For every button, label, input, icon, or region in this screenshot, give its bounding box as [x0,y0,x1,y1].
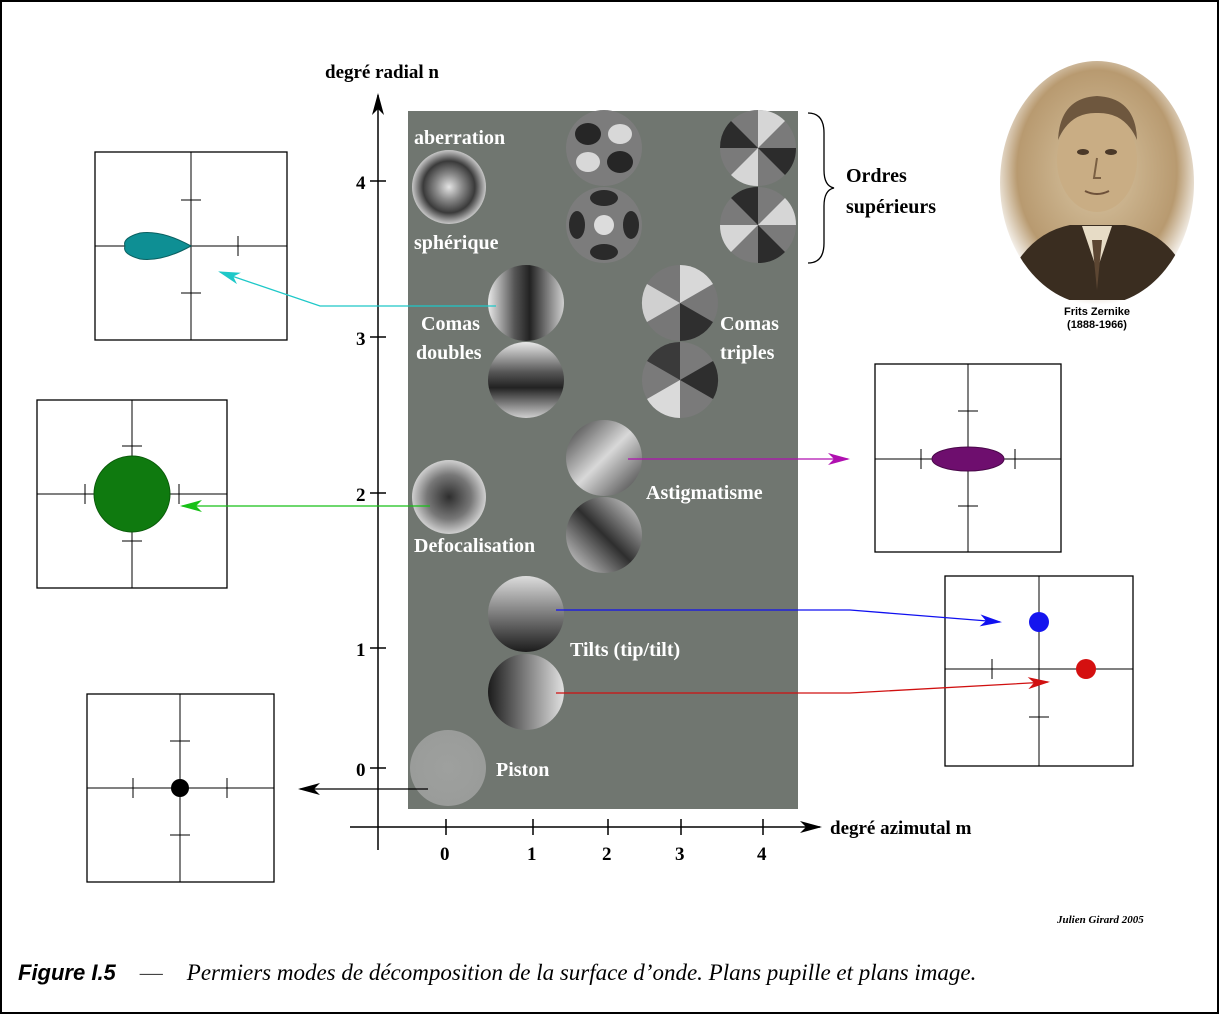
portrait-name: Frits Zernike [1064,306,1130,318]
astig-psf-spot [931,446,1005,472]
higher-orders-brace [807,112,835,264]
higher-order-disc-1 [566,110,642,186]
higher-order-disc-4 [719,186,797,264]
higher-order-disc-2 [566,187,642,263]
higher-orders-line1: Ordres [846,165,907,187]
label-coma-triple-2: triples [720,342,775,364]
piston-psf-spot [171,779,189,797]
x-tick-3: 3 [675,844,685,865]
label-astig: Astigmatisme [646,482,763,504]
x-ticks [445,819,764,835]
tilt-disc [488,654,564,730]
y-ticks [370,180,386,769]
spherical-psf-spot [124,232,193,260]
coma-triple-disc-1 [641,264,718,342]
piston-disc [410,730,486,806]
astig-disc-2 [566,497,642,573]
label-spherical-1: aberration [414,127,505,149]
author-credit: Julien Girard 2005 [1056,914,1144,926]
label-coma-triple-1: Comas [720,313,779,335]
y-tick-0: 0 [356,760,366,781]
figure-caption: Figure I.5 — Permiers modes de décompositi… [18,960,1218,986]
psf-box-defocus [36,399,228,589]
tilt-psf-spot [1076,659,1096,679]
x-tick-0: 0 [440,844,450,865]
zernike-portrait [1000,61,1194,305]
y-axis-label: degré radial n [325,62,439,83]
x-tick-1: 1 [527,844,537,865]
psf-box-spherical [94,151,288,341]
label-defocus: Defocalisation [414,535,535,557]
higher-orders-line2: supérieurs [846,196,936,218]
arrow-tip [556,609,1002,627]
label-coma-double-2: doubles [416,342,482,364]
y-tick-2: 2 [356,485,366,506]
psf-box-astig [874,363,1062,553]
y-tick-3: 3 [356,329,366,350]
arrow-tilt [556,677,1050,694]
psf-box-piston [86,693,275,883]
label-tilts: Tilts (tip/tilt) [570,639,680,661]
caption-figure-number: Figure I.5 [18,960,116,985]
defocus-psf-spot [93,455,171,533]
tip-disc [488,576,564,652]
label-coma-double-1: Comas [421,313,480,335]
coma-double-disc-1 [488,265,564,341]
coma-double-disc-2 [488,342,564,418]
x-tick-4: 4 [757,844,767,865]
y-tick-4: 4 [356,173,366,194]
caption-dash: — [139,960,163,985]
label-piston: Piston [496,759,549,781]
higher-order-disc-3 [719,109,797,187]
psf-box-tilts [944,575,1134,767]
coma-triple-disc-2 [642,341,719,419]
astig-disc-1 [566,420,642,496]
spherical-disc [412,150,486,224]
defocus-disc [412,460,486,534]
arrow-spherical [218,271,496,307]
y-tick-1: 1 [356,640,366,661]
portrait-years: (1888-1966) [1067,319,1127,331]
x-tick-2: 2 [602,844,612,865]
caption-text: Permiers modes de décomposition de la su… [186,960,977,985]
tip-psf-spot [1029,612,1049,632]
x-axis-label: degré azimutal m [830,818,972,839]
label-spherical-2: sphérique [414,232,499,254]
